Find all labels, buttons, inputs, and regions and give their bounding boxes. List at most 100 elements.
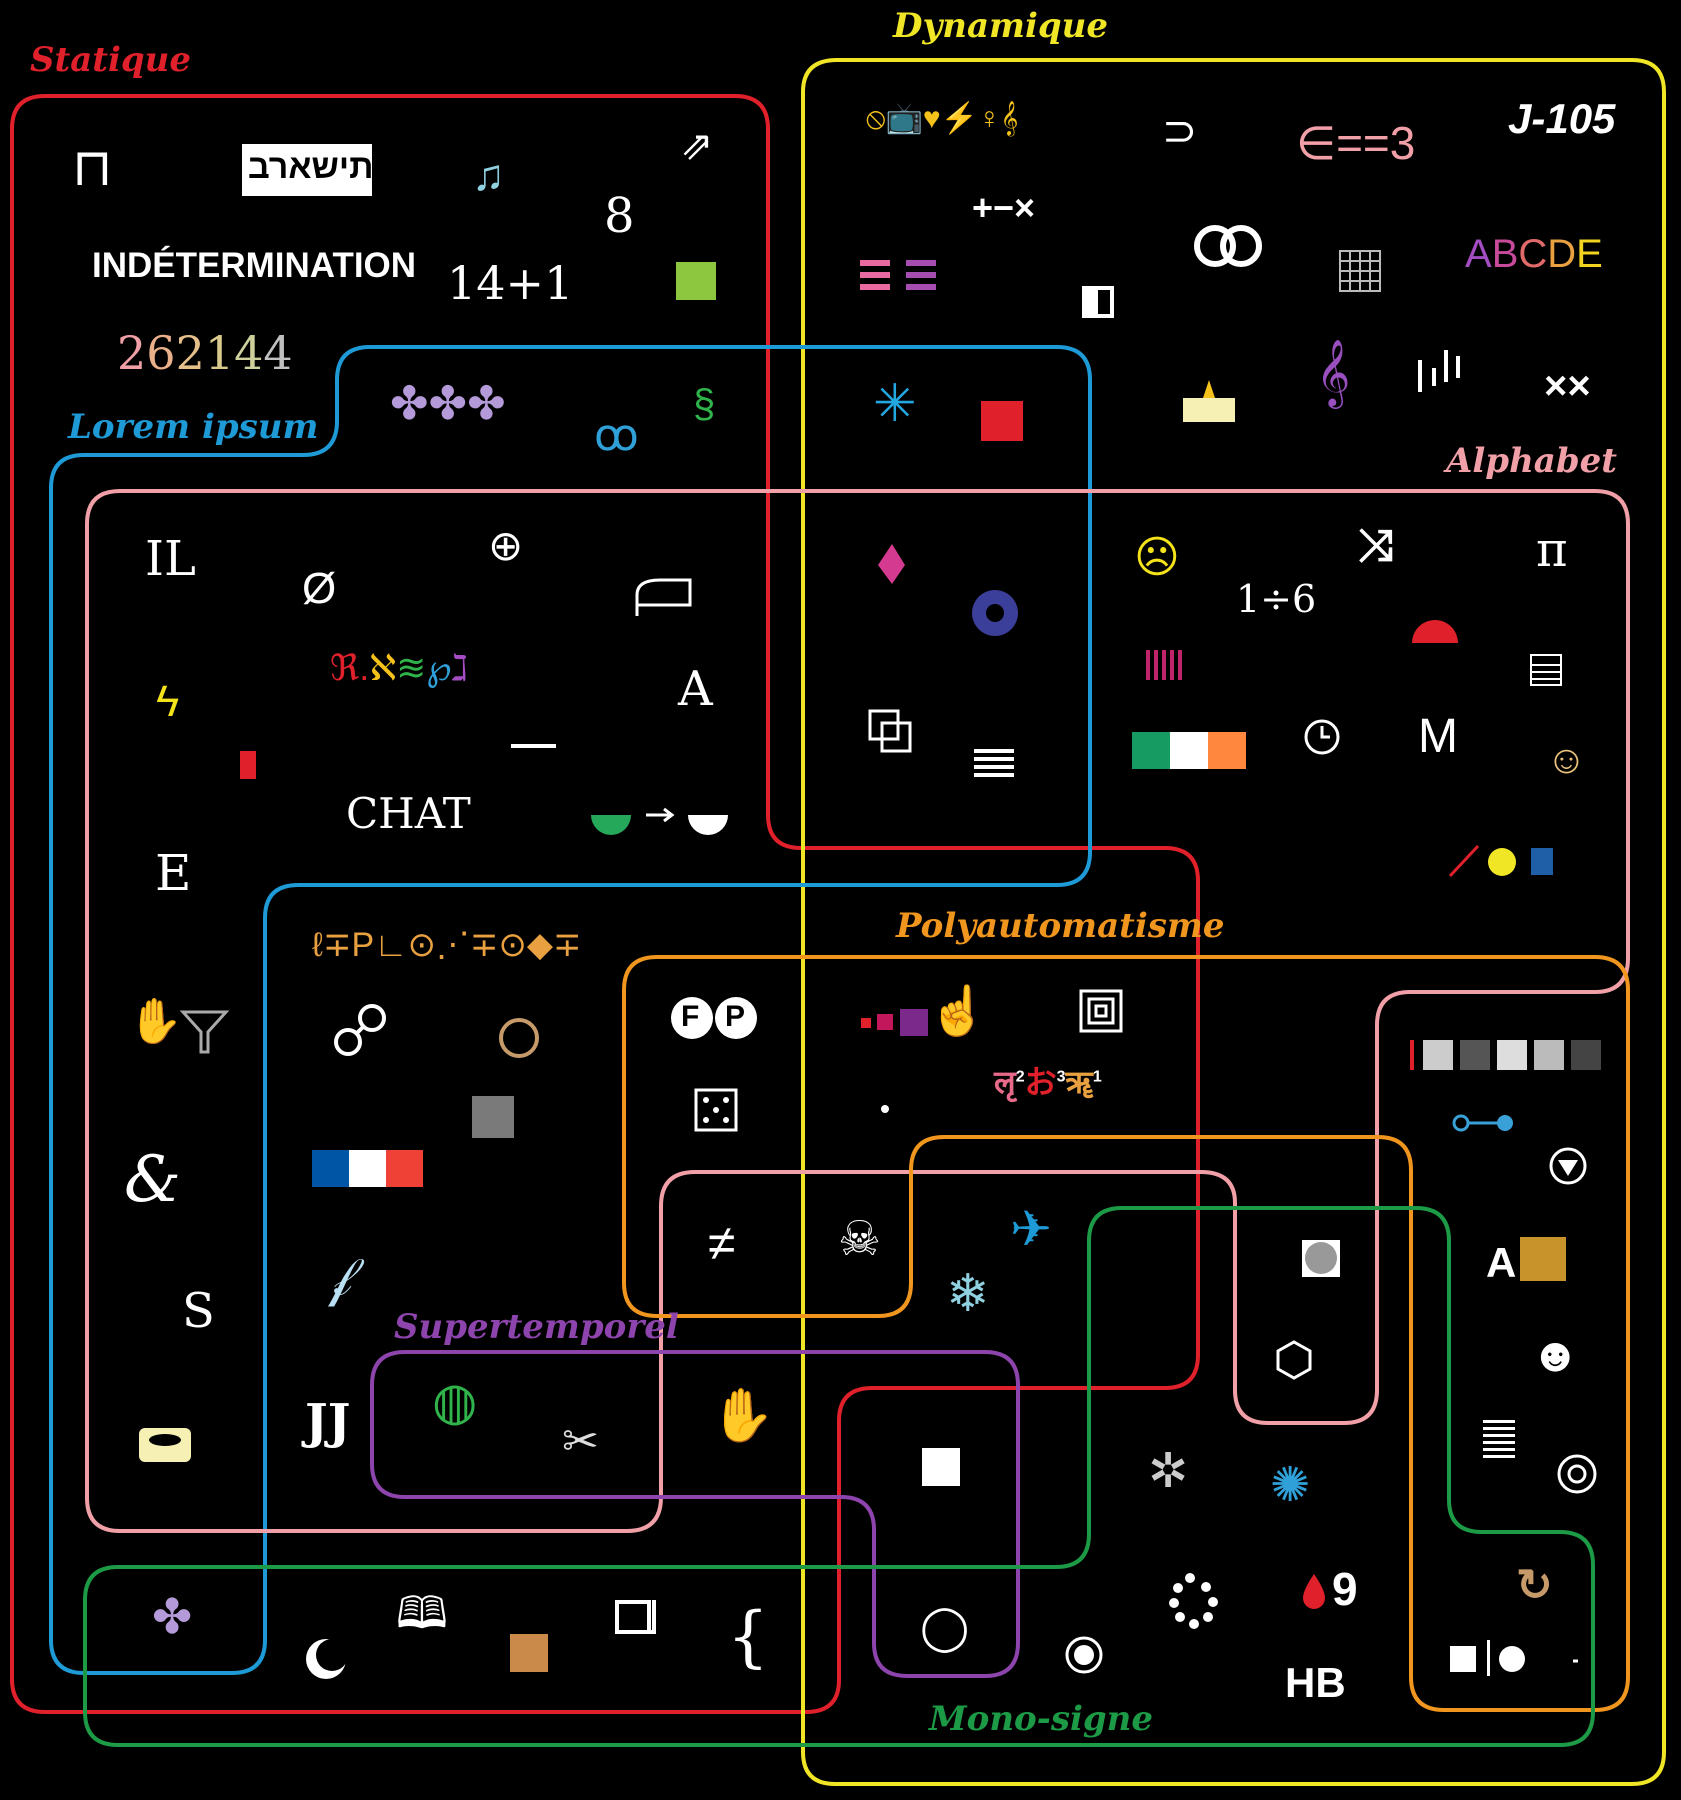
rings-icon xyxy=(1194,225,1262,267)
not-equal: ≠ xyxy=(708,1215,736,1271)
number-262144: 262144 xyxy=(117,326,293,380)
french-flag xyxy=(312,1150,423,1187)
snowflake-icon: ❄ xyxy=(946,1265,990,1323)
toilet-icon xyxy=(139,1428,191,1462)
red-bar xyxy=(240,751,256,779)
semicircle-arrow xyxy=(591,807,728,835)
fp-p: P xyxy=(725,1000,746,1033)
square-bar-circle xyxy=(1450,1640,1525,1676)
irish-flag xyxy=(1132,732,1246,769)
frown-face-icon: ☹ xyxy=(1134,533,1180,582)
e-serif: E xyxy=(155,844,192,902)
red-dome-icon xyxy=(1412,620,1458,643)
gray-circle-square xyxy=(1302,1240,1340,1277)
set-boundary-dynamique xyxy=(801,58,1666,1786)
brown-hand-icon: ✋ xyxy=(710,1387,775,1445)
il-text: IL xyxy=(145,531,196,587)
double-x: ×× xyxy=(1544,364,1591,408)
hindi-row: लृ2お3ॠ1 xyxy=(994,1064,1102,1100)
hexagon-icon xyxy=(1276,1340,1312,1380)
signs-row: ⦸📺♥⚡♀𝄞 xyxy=(866,102,1019,135)
shuffle-icon: ⤨ xyxy=(1358,521,1394,570)
square-outline-icon xyxy=(615,1600,656,1634)
script-f-icon: 𝒻 xyxy=(328,1247,353,1307)
red-grid-icon xyxy=(981,401,1023,441)
half-square-icon xyxy=(1082,286,1114,318)
book-icon: 🕮 xyxy=(396,1589,448,1638)
a-bold-sans: A xyxy=(1486,1239,1517,1286)
hand-icon: ✋ xyxy=(128,997,183,1046)
airplane-icon: ✈ xyxy=(1010,1201,1052,1257)
colored-script-row: ℜ.ℵ≋℘ℷ xyxy=(330,647,469,688)
empty-set: Ø xyxy=(302,564,337,613)
circled-plus: ⊕ xyxy=(488,522,524,569)
label-statique: Statique xyxy=(30,40,192,80)
spark-icon: ✺ xyxy=(1270,1459,1311,1512)
arrow-ne-icon: ⇗ xyxy=(680,124,714,168)
space-bar-icon xyxy=(511,744,556,748)
one-div-six: 1÷6 xyxy=(1236,577,1317,621)
camera-icon: ✲ xyxy=(1148,1445,1189,1498)
scissors-icon: ✂ xyxy=(562,1417,599,1466)
target-circle-icon xyxy=(972,590,1018,636)
ornaments-row: ✤✤✤ xyxy=(390,377,506,429)
alpha-script-row: ℓ∓P∟⊙⋰∓⊙◆∓ xyxy=(312,926,582,964)
set-boundary-statique xyxy=(10,94,1200,1714)
set-boundary-super xyxy=(370,1350,1020,1678)
dna-icon: § xyxy=(693,382,716,426)
white-square xyxy=(922,1448,960,1486)
refresh-icon: ↻ xyxy=(1516,1561,1553,1610)
hebrew-word: תישארב xyxy=(248,148,374,186)
document-lines-icon xyxy=(1530,654,1562,686)
s-serif: S xyxy=(182,1283,215,1339)
indetermination: INDÉTERMINATION xyxy=(92,246,417,285)
set-boundary-mono xyxy=(83,1206,1595,1747)
squares-hand-icon xyxy=(861,1009,928,1036)
moon-circle-icon xyxy=(306,1639,348,1679)
fourteen-plus-one: 14+1 xyxy=(447,256,574,310)
chat-text: CHAT xyxy=(346,789,471,838)
framed-picture-icon xyxy=(510,1634,548,1672)
set-boundary-lorem xyxy=(49,345,1092,1675)
theater-masks-icon: ☻ xyxy=(1530,1329,1581,1382)
music-note-icon: ♫ xyxy=(472,151,505,200)
lines-icon xyxy=(974,749,1014,777)
dice-icon xyxy=(694,1088,738,1132)
lines-icon-2 xyxy=(1483,1420,1515,1458)
label-dynamique: Dynamique xyxy=(893,6,1109,46)
calendar-grid-icon xyxy=(1339,250,1381,292)
striped-red-icon xyxy=(1146,650,1182,680)
skull-icon: ☠ xyxy=(838,1213,882,1266)
pin-line-icon xyxy=(1452,1114,1513,1132)
hb-text: HB xyxy=(1285,1659,1346,1706)
fp-icon xyxy=(671,997,757,1039)
orange-target-arrow xyxy=(499,1018,539,1058)
barcode-lines-icon xyxy=(1418,350,1460,392)
down-triangle-circle xyxy=(1549,1147,1587,1185)
a-serif: A xyxy=(678,661,713,717)
hebrew-box xyxy=(242,144,372,196)
label-lorem-ipsum: Lorem ipsum xyxy=(68,407,319,447)
pi-symbol: π xyxy=(1536,522,1568,578)
pointing-hand-icon: ☝ xyxy=(928,985,988,1038)
neutral-face-icon: ☺ xyxy=(1546,738,1587,782)
green-square xyxy=(676,262,716,300)
brace-glyph: { xyxy=(727,1598,769,1675)
clock-icon xyxy=(1304,719,1340,755)
j105-title: J-105 xyxy=(1508,95,1616,142)
eight: 8 xyxy=(604,188,635,244)
label-polyautomatisme: Polyautomatisme xyxy=(896,906,1225,946)
label-mono-signe: Mono-signe xyxy=(929,1699,1154,1739)
island-icon xyxy=(1183,380,1235,422)
overlap-squares-icon xyxy=(868,709,912,753)
ring-dots-icon xyxy=(1169,1573,1218,1629)
key-circles-icon xyxy=(334,1004,386,1056)
loop-icon: ꝏ xyxy=(594,411,639,460)
pink-grid-pattern xyxy=(860,260,936,290)
superset-glyph: ⊃ xyxy=(1162,107,1198,154)
ornament-lilac-icon: ✤ xyxy=(152,1591,193,1644)
pink-diamond-icon xyxy=(878,544,905,584)
asterisk-blue-icon: ✳ xyxy=(873,375,917,433)
jj-text: JJ xyxy=(305,1394,351,1450)
